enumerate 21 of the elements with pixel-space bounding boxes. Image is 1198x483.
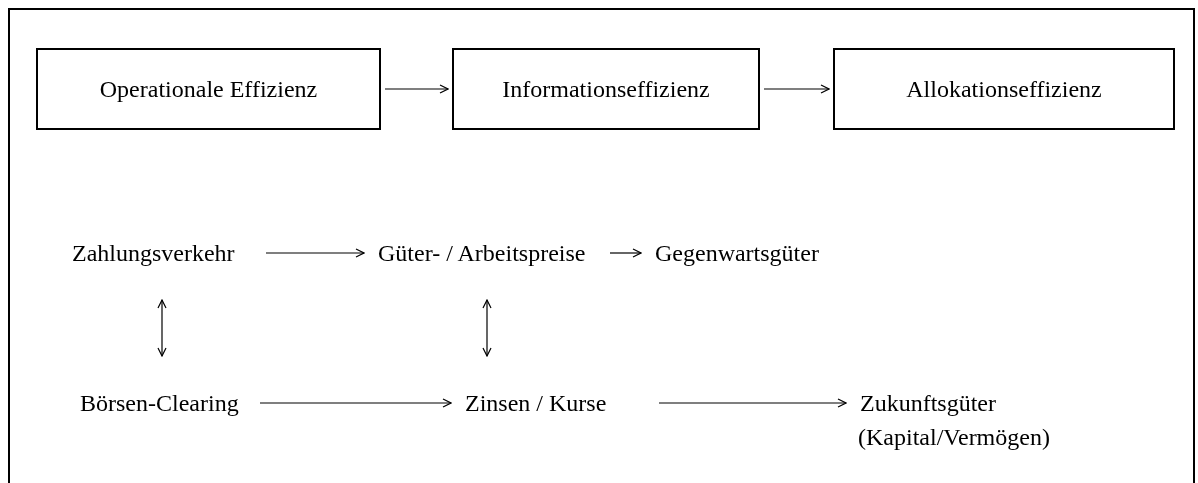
node-label: Allokationseffizienz bbox=[906, 75, 1102, 104]
node-label: Operationale Effizienz bbox=[99, 75, 318, 104]
arrow bbox=[265, 248, 365, 258]
arrow bbox=[157, 299, 167, 357]
process-box bbox=[452, 48, 760, 130]
arrow bbox=[609, 248, 642, 258]
node-label: Zukunftsgüter bbox=[859, 389, 997, 418]
node-label: Zinsen / Kurse bbox=[464, 389, 608, 418]
arrow bbox=[763, 84, 830, 94]
node-label: Börsen-Clearing bbox=[79, 389, 240, 418]
arrow bbox=[384, 84, 449, 94]
node-label: Güter- / Arbeitspreise bbox=[377, 239, 587, 268]
process-box bbox=[833, 48, 1175, 130]
arrow bbox=[259, 398, 452, 408]
node-label: (Kapital/Vermögen) bbox=[857, 423, 1050, 452]
arrow bbox=[482, 299, 492, 357]
node-label: Gegenwartsgüter bbox=[654, 239, 820, 268]
node-label: Informationseffizienz bbox=[502, 75, 710, 104]
arrow bbox=[658, 398, 847, 408]
node-label: Zahlungsverkehr bbox=[71, 239, 236, 268]
process-box bbox=[36, 48, 381, 130]
